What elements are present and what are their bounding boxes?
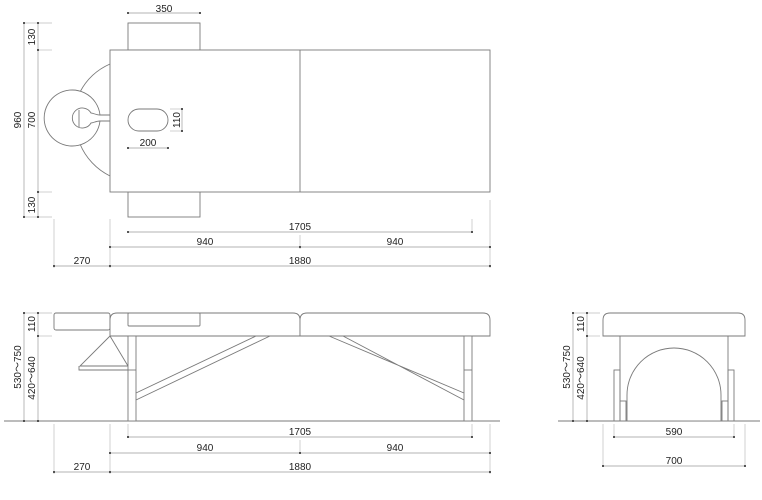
dim-headrest-length: 270 bbox=[74, 256, 91, 267]
headrest-pad bbox=[53, 312, 111, 331]
armrest-side bbox=[127, 312, 201, 327]
pad-left bbox=[109, 312, 301, 337]
top-view: 350 960 700 130 130 110 200 1705 940 940… bbox=[13, 4, 491, 268]
end-arch bbox=[626, 347, 722, 421]
pad-right bbox=[299, 312, 491, 337]
side-view: 110 530～750 420～640 1705 940 940 270 188… bbox=[4, 312, 500, 474]
dim-leg-span: 1705 bbox=[289, 222, 312, 233]
brace-right bbox=[328, 335, 465, 401]
dim-end-pad-thickness: 110 bbox=[576, 316, 587, 332]
dim-total-height: 530～750 bbox=[13, 345, 24, 389]
dim-frame-height: 420～640 bbox=[27, 356, 38, 400]
dim-section-right: 940 bbox=[387, 237, 404, 248]
dim-body-width: 700 bbox=[27, 111, 38, 128]
dim-leg-width: 590 bbox=[666, 427, 683, 438]
dim-end-total-height: 530～750 bbox=[562, 345, 573, 389]
face-hole bbox=[127, 108, 169, 132]
dim-armrest-lower: 130 bbox=[27, 196, 38, 213]
armrest-lower bbox=[127, 191, 201, 218]
headrest-support-arc bbox=[79, 63, 111, 177]
headrest-bracket bbox=[78, 335, 129, 371]
leg-right bbox=[463, 335, 473, 422]
dim-end-frame-height: 420～640 bbox=[576, 356, 587, 400]
end-view: 110 530～750 420～640 590 700 bbox=[558, 312, 760, 467]
headrest-ring bbox=[43, 89, 110, 147]
dim-total-width: 960 bbox=[13, 111, 24, 128]
dim-face-hole-height: 110 bbox=[172, 112, 183, 128]
brace-left bbox=[135, 335, 271, 401]
dim-armrest-upper: 130 bbox=[27, 28, 38, 45]
dim-section-left: 940 bbox=[197, 237, 214, 248]
end-pad bbox=[602, 312, 746, 337]
dim-section-left-side: 940 bbox=[197, 443, 214, 454]
headrest-hole bbox=[71, 107, 101, 129]
dim-headrest-width: 350 bbox=[156, 4, 173, 15]
dim-total-length: 1880 bbox=[289, 256, 312, 267]
dim-section-right-side: 940 bbox=[387, 443, 404, 454]
end-frame bbox=[619, 335, 729, 422]
dim-headrest-length-side: 270 bbox=[74, 462, 91, 473]
dim-pad-thickness: 110 bbox=[27, 316, 38, 332]
dim-leg-span-side: 1705 bbox=[289, 427, 312, 438]
leg-left bbox=[127, 335, 137, 422]
dim-face-hole-width: 200 bbox=[140, 138, 157, 149]
armrest-upper bbox=[127, 22, 201, 51]
dim-end-total-width: 700 bbox=[666, 456, 683, 467]
dim-total-length-side: 1880 bbox=[289, 462, 312, 473]
